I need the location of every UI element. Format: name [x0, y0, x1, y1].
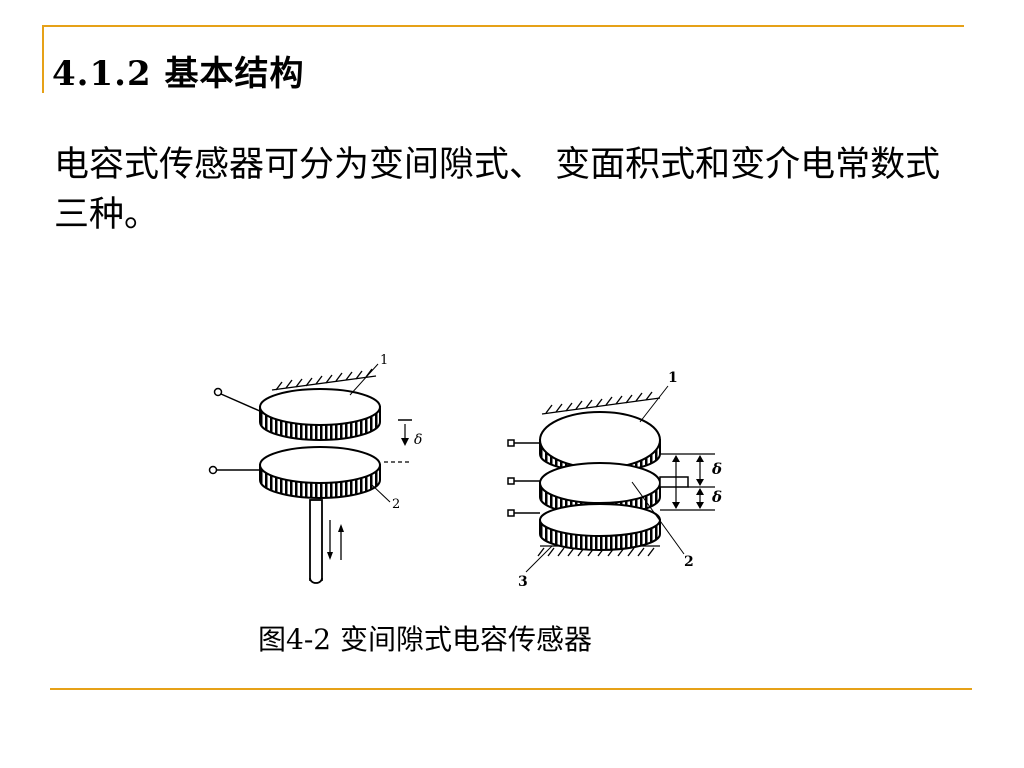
title-accent-bar — [42, 25, 44, 93]
left-label-1: 1 — [380, 353, 388, 368]
right-gap-symbol-1: δ — [711, 460, 722, 478]
right-label-1: 1 — [668, 370, 678, 386]
right-gap-symbol-2: δ — [711, 488, 722, 506]
top-rule — [42, 25, 964, 27]
right-label-2: 2 — [684, 554, 694, 570]
body-text: 电容式传感器可分为变间隙式、 变面积式和变介电常数式三种。 — [54, 145, 941, 235]
right-label-3: 3 — [518, 574, 528, 590]
right-capacitor-diagram: δ δ 1 2 3 — [507, 370, 722, 590]
left-label-2: 2 — [392, 497, 400, 512]
capacitor-figure: δ 1 2 — [208, 353, 722, 590]
figure-caption: 图4-2 变间隙式电容传感器 — [258, 623, 592, 656]
left-capacitor-diagram: δ 1 2 — [208, 353, 422, 584]
left-gap-symbol: δ — [414, 432, 422, 448]
bottom-rule — [50, 688, 972, 690]
slide-title: 4.1.2 基本结构 — [52, 54, 305, 94]
